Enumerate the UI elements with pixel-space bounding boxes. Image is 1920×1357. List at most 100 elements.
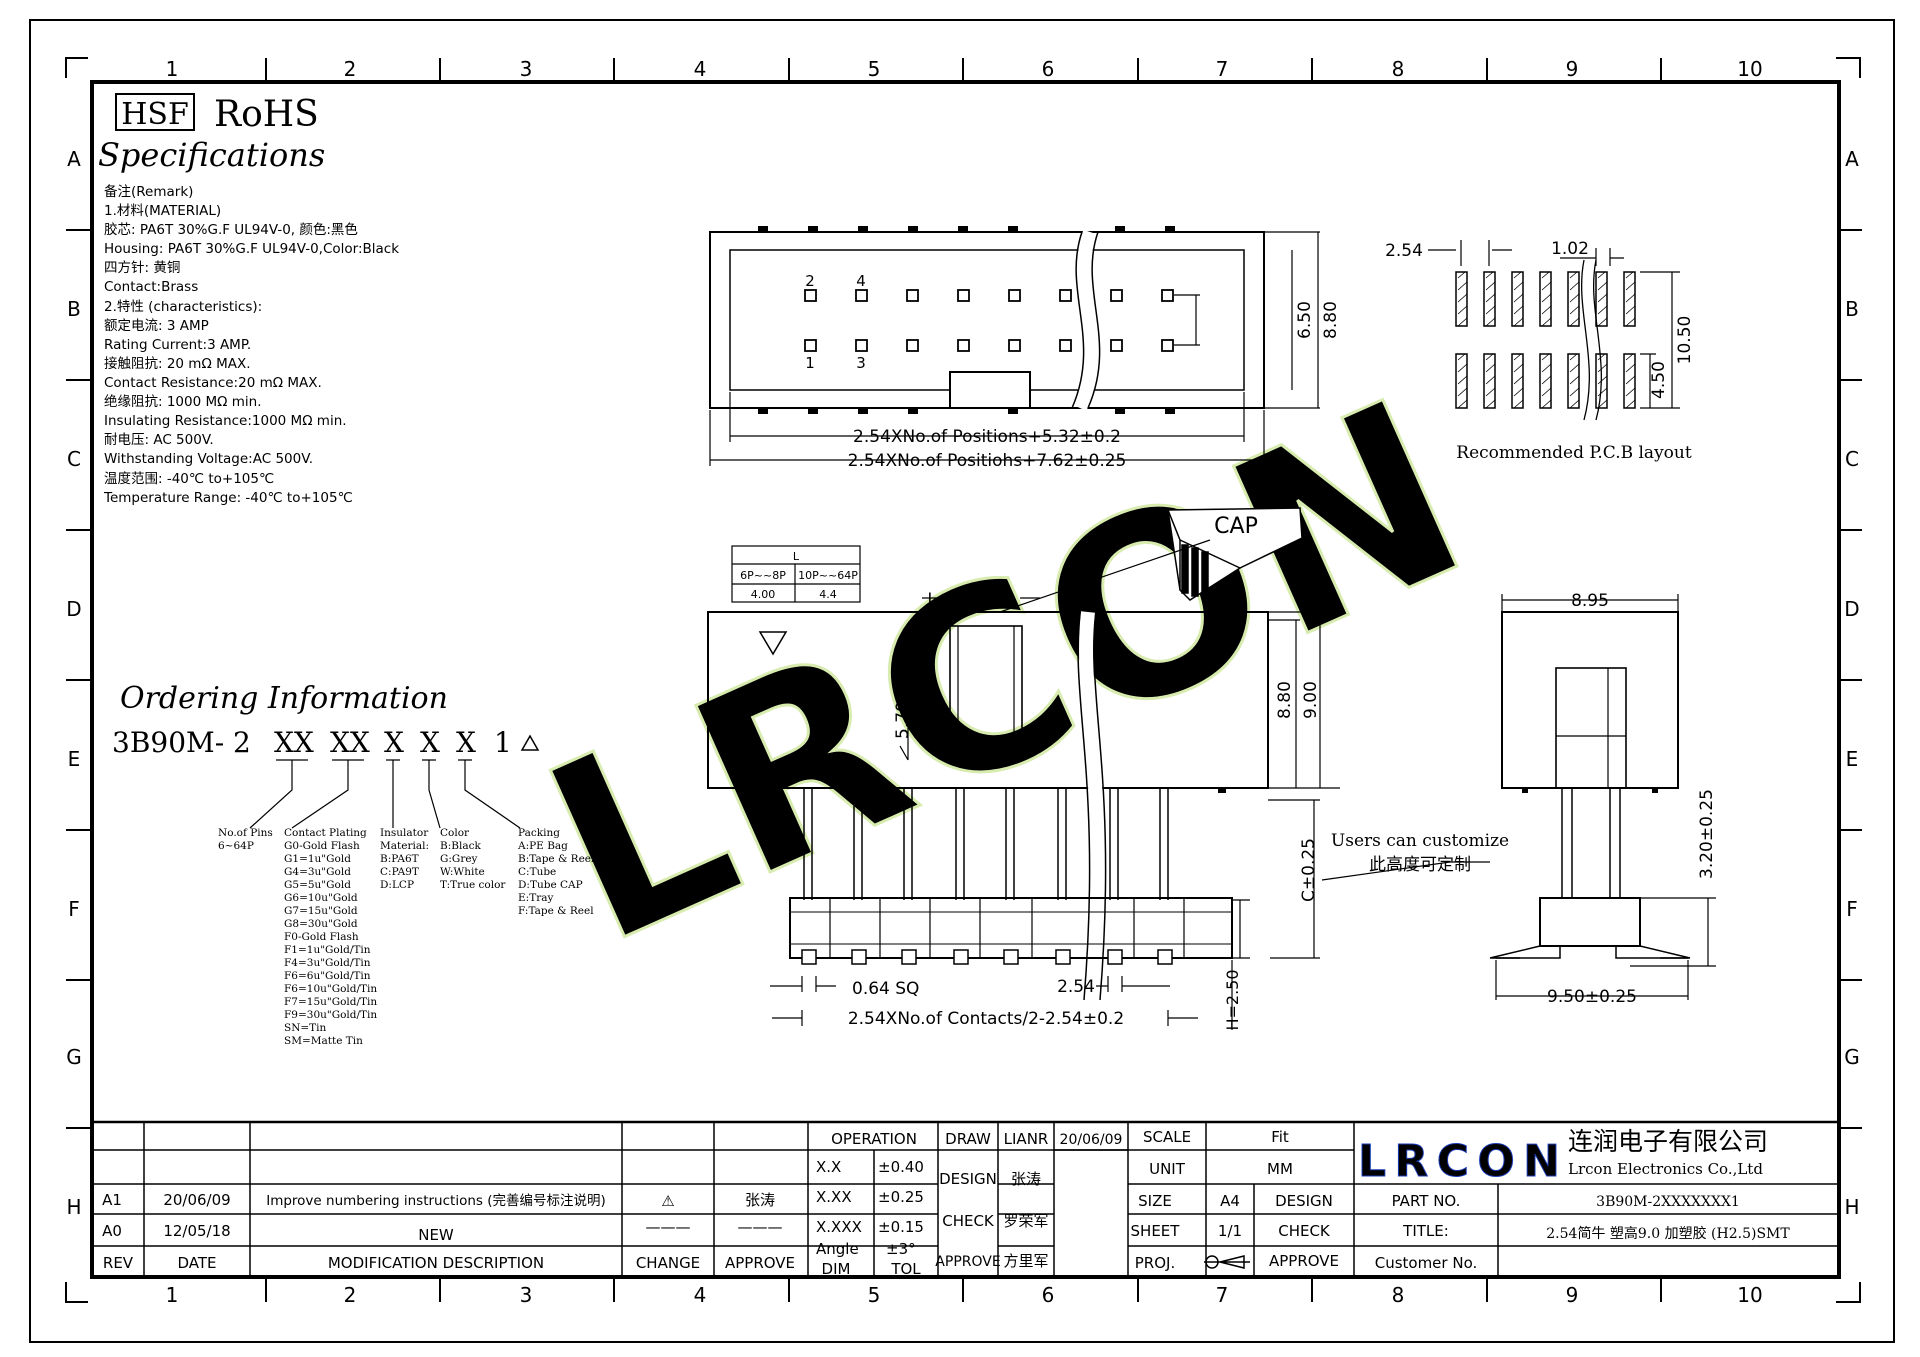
legend-color: Color bbox=[440, 827, 470, 839]
signoff-name: 张涛 bbox=[1011, 1170, 1041, 1188]
part-code-packing: X bbox=[456, 726, 476, 759]
ordering-leaders bbox=[249, 759, 521, 829]
legend-plating: F1=1u"Gold/Tin bbox=[284, 944, 371, 956]
row-label-left: F bbox=[68, 897, 80, 921]
title-label: TITLE: bbox=[1402, 1222, 1449, 1240]
pin-number: 1 bbox=[805, 354, 815, 372]
row-label-right: H bbox=[1844, 1195, 1859, 1219]
row-label-left: A bbox=[67, 147, 81, 171]
part-info: PART NO. 3B90M-2XXXXXXX1 TITLE: 2.54简牛 塑… bbox=[1375, 1192, 1791, 1272]
side-view-posts bbox=[803, 788, 1169, 900]
legend-insulator: Material: bbox=[380, 840, 429, 852]
legend-pins: 6~64P bbox=[218, 840, 254, 852]
pcb-dim-1-02: 1.02 bbox=[1551, 239, 1589, 259]
dim-6-50: 6.50 bbox=[1295, 301, 1315, 339]
legend-color: T:True color bbox=[440, 879, 506, 891]
rev-cell: A0 bbox=[102, 1222, 122, 1240]
dim-h: H=2.50 bbox=[1223, 969, 1242, 1030]
signoff-label: APPROVE bbox=[935, 1254, 1000, 1270]
legend-plating: F7=15u"Gold/Tin bbox=[284, 996, 377, 1008]
legend-plating: F6=10u"Gold/Tin bbox=[284, 983, 377, 995]
pcb-layout bbox=[1428, 240, 1680, 421]
ordering-title: Ordering Information bbox=[120, 681, 448, 716]
l-table-col: 10P~~64P bbox=[798, 569, 858, 582]
row-label-right: E bbox=[1846, 747, 1859, 771]
pin-number: 4 bbox=[856, 272, 866, 290]
corner-marks bbox=[65, 57, 1861, 1303]
title-value: 2.54简牛 塑高9.0 加塑胶 (H2.5)SMT bbox=[1546, 1225, 1790, 1242]
cap-drawing bbox=[999, 507, 1303, 613]
part-no-value: 3B90M-2XXXXXXX1 bbox=[1596, 1194, 1740, 1210]
rev-cell: A1 bbox=[102, 1191, 122, 1209]
signoff-name: 罗荣军 bbox=[1003, 1212, 1048, 1230]
legend-plating: G6=10u"Gold bbox=[284, 892, 358, 904]
ordering-legend: No.of Pins 6~64P Contact Plating G0-Gold… bbox=[218, 827, 626, 1047]
legend-plating: G4=3u"Gold bbox=[284, 866, 351, 878]
col-label-top: 2 bbox=[344, 57, 357, 81]
row-label-left: B bbox=[67, 297, 81, 321]
legend-plating: F0-Gold Flash bbox=[284, 931, 359, 943]
col-label-top: 10 bbox=[1737, 57, 1762, 81]
top-view-pins bbox=[758, 226, 1175, 414]
tolerance-table: OPERATION X.X ±0.40 X.XX ±0.25 X.XXX ±0.… bbox=[816, 1130, 924, 1278]
dim-0-64-sq: 0.64 SQ bbox=[852, 979, 919, 999]
remarks-block: 备注(Remark) 1.材料(MATERIAL) 胶芯: PA6T 30%G.… bbox=[103, 183, 399, 506]
cap-label: CAP bbox=[1214, 514, 1258, 539]
col-label-top: 4 bbox=[694, 57, 707, 81]
col-label-top: 8 bbox=[1392, 57, 1405, 81]
grid-labels: 1 2 3 4 5 6 7 8 9 10 1 2 3 4 5 6 7 8 9 1… bbox=[66, 57, 1860, 1307]
part-code-pins: XX bbox=[274, 726, 314, 759]
remark-line: 温度范围: -40℃ to+105℃ bbox=[104, 471, 274, 487]
tol-dim: X.XXX bbox=[816, 1218, 862, 1236]
remark-line: Housing: PA6T 30%G.F UL94V-0,Color:Black bbox=[104, 241, 399, 257]
sheet-label: SHEET bbox=[1131, 1222, 1181, 1240]
check-label: CHECK bbox=[1278, 1222, 1331, 1240]
signoff-name: 方里军 bbox=[1003, 1252, 1048, 1270]
top-view-contacts bbox=[804, 289, 1174, 352]
scale-block: SCALE Fit UNIT MM SIZE A4 DESIGN SHEET 1… bbox=[1131, 1128, 1339, 1272]
col-label-bottom: 5 bbox=[868, 1283, 881, 1307]
remark-line: Withstanding Voltage:AC 500V. bbox=[104, 451, 313, 467]
legend-plating: Contact Plating bbox=[284, 827, 367, 839]
part-no-label: PART NO. bbox=[1392, 1192, 1461, 1210]
customer-no-label: Customer No. bbox=[1375, 1254, 1478, 1272]
signoff-label: DRAW bbox=[945, 1130, 991, 1148]
top-view-pin-numbers: 2 4 1 3 bbox=[805, 272, 866, 372]
legend-color: G:Grey bbox=[440, 853, 478, 865]
tol-foot: TOL bbox=[890, 1260, 921, 1278]
remark-line: 胶芯: PA6T 30%G.F UL94V-0, 颜色:黑色 bbox=[104, 221, 358, 238]
col-label-top: 5 bbox=[868, 57, 881, 81]
pin-number: 2 bbox=[805, 272, 815, 290]
tol-foot: DIM bbox=[822, 1260, 851, 1278]
rev-header: MODIFICATION DESCRIPTION bbox=[328, 1254, 544, 1272]
row-label-right: F bbox=[1846, 897, 1858, 921]
size-label: SIZE bbox=[1138, 1192, 1172, 1210]
legend-plating: SN=Tin bbox=[284, 1022, 327, 1034]
col-label-bottom: 6 bbox=[1042, 1283, 1055, 1307]
row-label-left: H bbox=[66, 1195, 81, 1219]
pcb-dim-4-50: 4.50 bbox=[1649, 361, 1669, 399]
rev-approve: ——— bbox=[738, 1218, 783, 1236]
rev-date: 12/05/18 bbox=[163, 1222, 230, 1240]
remark-line: 额定电流: 3 AMP bbox=[104, 318, 209, 334]
tol-val: ±3° bbox=[886, 1240, 916, 1258]
legend-insulator: B:PA6T bbox=[380, 853, 419, 865]
row-label-right: A bbox=[1845, 147, 1859, 171]
legend-plating: F9=30u"Gold/Tin bbox=[284, 1009, 377, 1021]
revision-table: A1 20/06/09 Improve numbering instructio… bbox=[102, 1191, 795, 1272]
end-dim-8-95: 8.95 bbox=[1571, 591, 1609, 611]
specifications-title: Specifications bbox=[98, 136, 325, 174]
remark-line: 2.特性 (characteristics): bbox=[104, 299, 262, 315]
dim-contacts: 2.54XNo.of Contacts/2-2.54±0.2 bbox=[848, 1009, 1124, 1029]
remark-line: Temperature Range: -40℃ to+105℃ bbox=[103, 490, 353, 506]
legend-packing: E:Tray bbox=[518, 892, 553, 904]
customize-note-cn: 此高度可定制 bbox=[1369, 855, 1471, 875]
outer-frame bbox=[29, 19, 1895, 1343]
unit-label: UNIT bbox=[1149, 1160, 1186, 1178]
approve-label: APPROVE bbox=[1269, 1252, 1339, 1270]
legend-packing: F:Tape & Reel bbox=[518, 905, 594, 917]
col-label-bottom: 10 bbox=[1737, 1283, 1762, 1307]
legend-packing: A:PE Bag bbox=[517, 840, 568, 852]
remark-line: 绝缘阻抗: 1000 MΩ min. bbox=[104, 394, 262, 410]
part-code: 3B90M- 2 XX XX X X X 1 bbox=[112, 726, 512, 759]
